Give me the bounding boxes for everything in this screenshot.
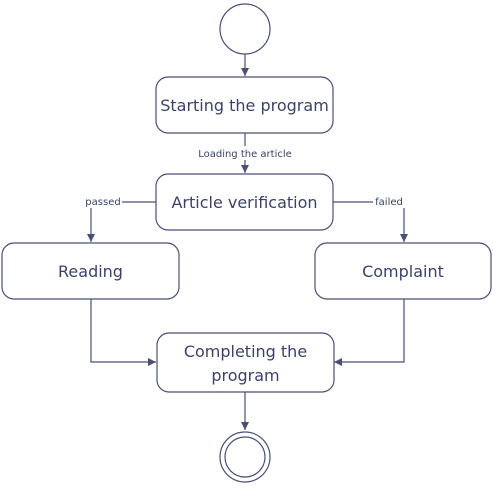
final-node [219,431,271,483]
edge-loading-label-bg [190,146,300,160]
node-starting-the-program: Starting the program [155,76,334,134]
node-completing-the-program: Completing the program [156,332,335,393]
initial-node [219,3,271,55]
node-reading: Reading [1,242,180,300]
node-verification-label: Article verification [171,193,317,212]
node-complaint-label: Complaint [362,262,444,281]
edge-failed-label: failed [375,197,403,208]
edge-failed-label-bg [373,195,405,208]
node-completing-label-line1: Completing the [184,342,307,361]
node-reading-label: Reading [58,262,123,281]
node-complaint: Complaint [314,242,492,300]
node-completing-label-line2: program [211,366,279,385]
edge-passed-label: passed [85,197,120,208]
edge-loading-label: Loading the article [198,149,292,160]
edge-passed-label-bg [84,195,122,208]
node-article-verification: Article verification [155,173,334,231]
edge-reading-to-completing [90,299,156,366]
node-starting-label: Starting the program [160,96,329,115]
edge-complaint-to-completing [334,299,405,366]
